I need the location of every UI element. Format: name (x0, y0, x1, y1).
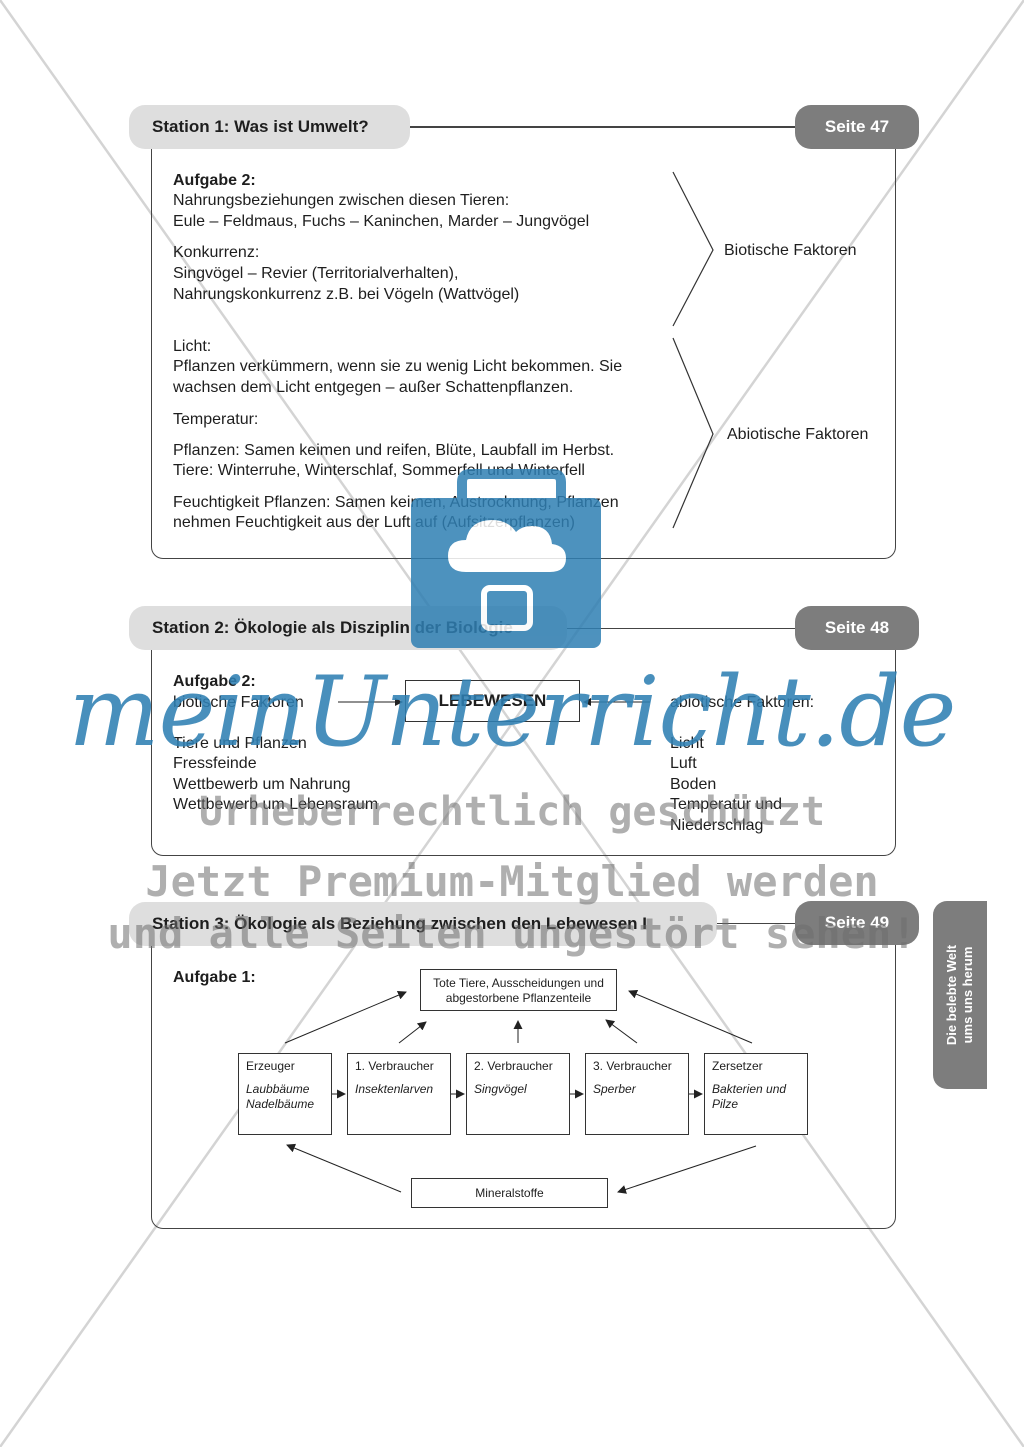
node-item: Insektenlarven (355, 1082, 434, 1096)
node-verbraucher-3: 3. Verbraucher Sperber (585, 1053, 689, 1135)
tote-tiere-line: Tote Tiere, Ausscheidungen und (433, 976, 604, 990)
node-erzeuger: Erzeuger Laubbäume Nadelbäume (238, 1053, 332, 1135)
station2-abiotische-header: abiotische Faktoren: (670, 694, 815, 711)
node-items: Laubbäume Nadelbäume (246, 1082, 314, 1112)
station2-abiotic-item: Luft (670, 755, 697, 772)
node-verbraucher-1: 1. Verbraucher Insektenlarven (347, 1053, 451, 1135)
node-head: Zersetzer (712, 1059, 763, 1073)
node-zersetzer: Zersetzer Bakterien und Pilze (704, 1053, 808, 1135)
node-head: Erzeuger (246, 1059, 295, 1073)
node-item: Bakterien und (712, 1082, 787, 1096)
station1-line: Pflanzen verkümmern, wenn sie zu wenig L… (173, 358, 623, 375)
station1-temperatur: Temperatur: (173, 411, 259, 428)
node-item: Nadelbäume (246, 1097, 315, 1111)
station1-seite-badge: Seite 47 (795, 105, 919, 149)
mineralstoffe-label: Mineralstoffe (475, 1186, 544, 1200)
station3-aufgabe: Aufgabe 1: (173, 969, 256, 986)
abiotische-faktoren-label: Abiotische Faktoren (727, 426, 869, 443)
station1-header-line (405, 127, 800, 128)
station1-line: Pflanzen: Samen keimen und reifen, Blüte… (173, 442, 615, 459)
node-items: Singvögel (474, 1082, 527, 1097)
station3-header-line (710, 923, 800, 924)
node-head: 2. Verbraucher (474, 1059, 553, 1073)
station2-biotische-header: biotische Faktoren (173, 694, 304, 711)
mineralstoffe-box: Mineralstoffe (411, 1178, 608, 1208)
station2-seite-badge: Seite 48 (795, 606, 919, 650)
station2-abiotic-item: Licht (670, 735, 704, 752)
station3-seite-badge: Seite 49 (795, 901, 919, 945)
station2-aufgabe: Aufgabe 2: (173, 673, 256, 690)
station2-biotic-item: Fressfeinde (173, 755, 257, 772)
station1-line: Eule – Feldmaus, Fuchs – Kaninchen, Mard… (173, 213, 590, 230)
side-chapter-tab: Die belebte Welt ums uns herum (933, 901, 987, 1089)
node-items: Sperber (593, 1082, 636, 1097)
node-item: Singvögel (474, 1082, 527, 1096)
watermark-line2: Jetzt Premium-Mitglied werden (145, 857, 879, 906)
tote-tiere-box: Tote Tiere, Ausscheidungen und abgestorb… (420, 969, 617, 1011)
station2-biotic-item: Wettbewerb um Nahrung (173, 776, 351, 793)
station2-abiotic-item: Temperatur und (670, 796, 783, 813)
tote-tiere-line: abgestorbene Pflanzenteile (445, 991, 592, 1005)
node-head: 1. Verbraucher (355, 1059, 434, 1073)
node-item: Sperber (593, 1082, 636, 1096)
station3-title: Station 3: Ökologie als Beziehung zwisch… (129, 902, 717, 946)
station2-header-line (560, 628, 800, 629)
watermark-logo: meinUnterricht.de (68, 656, 957, 768)
station1-line: Nahrungskonkurrenz z.B. bei Vögeln (Watt… (173, 286, 520, 303)
node-verbraucher-2: 2. Verbraucher Singvögel (466, 1053, 570, 1135)
watermark-line1: Urheberrechtlich geschützt (198, 789, 826, 835)
station1-licht: Licht: (173, 338, 212, 355)
station1-title: Station 1: Was ist Umwelt? (129, 105, 410, 149)
biotische-faktoren-label: Biotische Faktoren (724, 242, 857, 259)
lebewesen-box: LEBEWESEN (405, 680, 580, 722)
station1-konkurrenz: Konkurrenz: (173, 244, 260, 261)
watermark-line3: und alle Seiten ungestört sehen! (107, 909, 917, 958)
station2-biotic-item: Wettbewerb um Lebensraum (173, 796, 379, 813)
station2-biotic-item: Tiere und Pflanzen (173, 735, 307, 752)
node-items: Bakterien und Pilze (712, 1082, 786, 1112)
station1-line: wachsen dem Licht entgegen – außer Schat… (173, 379, 574, 396)
node-item: Pilze (712, 1097, 739, 1111)
node-head: 3. Verbraucher (593, 1059, 672, 1073)
node-items: Insektenlarven (355, 1082, 433, 1097)
station1-line: Nahrungsbeziehungen zwischen diesen Tier… (173, 192, 510, 209)
station1-aufgabe: Aufgabe 2: (173, 172, 256, 189)
station1-line: Singvögel – Revier (Territorialverhalten… (173, 265, 459, 282)
lebewesen-label: LEBEWESEN (438, 691, 547, 710)
station2-abiotic-item: Niederschlag (670, 817, 764, 834)
station2-abiotic-item: Boden (670, 776, 717, 793)
node-item: Laubbäume (246, 1082, 310, 1096)
